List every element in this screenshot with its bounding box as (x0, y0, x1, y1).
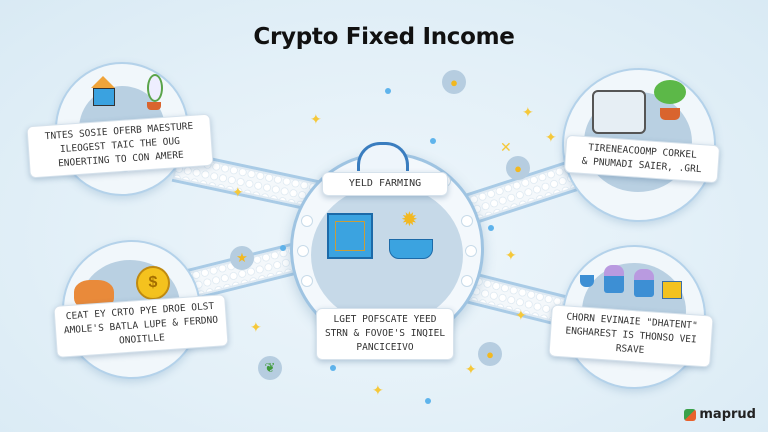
gold-coin-badge: ● (506, 156, 530, 180)
dollar-coin-icon: $ (136, 266, 170, 300)
center-label-card: YELD FARMING (322, 172, 448, 196)
star-icon: ✦ (522, 104, 534, 120)
sparkle-dot (488, 225, 494, 231)
pot-icon (580, 275, 594, 287)
star-icon: ✦ (505, 247, 517, 263)
star-icon: ✦ (232, 184, 244, 200)
coin-face-badge: ● (478, 342, 502, 366)
star-icon: ✕ (500, 139, 512, 155)
house-icon (91, 76, 115, 106)
leaf-badge: ❦ (258, 356, 282, 380)
gift-box-icon (662, 281, 682, 299)
bonsai-tree-icon (654, 80, 690, 124)
potted-sunflower-icon: ✹ (387, 207, 433, 263)
star-icon: ✦ (250, 319, 262, 335)
logo-mark-icon (684, 408, 697, 421)
node-bottom-right-card: CHORN EVINAIE "DHATENT" ENGHAREST IS THO… (548, 304, 714, 368)
page-title: Crypto Fixed Income (253, 24, 515, 50)
star-icon: ★ (236, 250, 248, 265)
truck-icon (592, 90, 646, 134)
sparkle-dot (425, 398, 431, 404)
sparkle-dot (280, 245, 286, 251)
center-caption-card: LGET POFSCATE YEED STRN & FOVOE'S INQIEL… (316, 308, 454, 360)
star-icon: ✦ (372, 382, 384, 398)
leaf-icon: ❦ (264, 360, 276, 375)
sparkle-dot (330, 365, 336, 371)
gold-coin-icon: ● (450, 74, 458, 90)
star-icon: ✦ (545, 129, 557, 145)
logo-text: maprud (699, 407, 756, 422)
gold-coin-badge: ● (442, 70, 466, 94)
sparkle-dot (385, 88, 391, 94)
sparkle-dot (430, 138, 436, 144)
node-bottom-left-card: CEAT EY CRTO PYE DROE OLST AMOLE'S BATLA… (53, 294, 229, 358)
brand-logo: maprud (684, 407, 756, 422)
cupcake-icon (634, 269, 654, 297)
potted-plant-icon (147, 74, 163, 110)
bank-dome-icon (357, 142, 409, 171)
coin-face-icon: ● (486, 346, 494, 362)
gold-coin-icon: ● (514, 160, 522, 176)
cupcake-icon (604, 265, 624, 293)
star-icon: ✦ (310, 111, 322, 127)
star-badge: ★ (230, 246, 254, 270)
star-icon: ✦ (465, 361, 477, 377)
center-label: YELD FARMING (348, 178, 422, 189)
maze-chip-icon (327, 213, 373, 259)
star-icon: ✦ (515, 307, 527, 323)
